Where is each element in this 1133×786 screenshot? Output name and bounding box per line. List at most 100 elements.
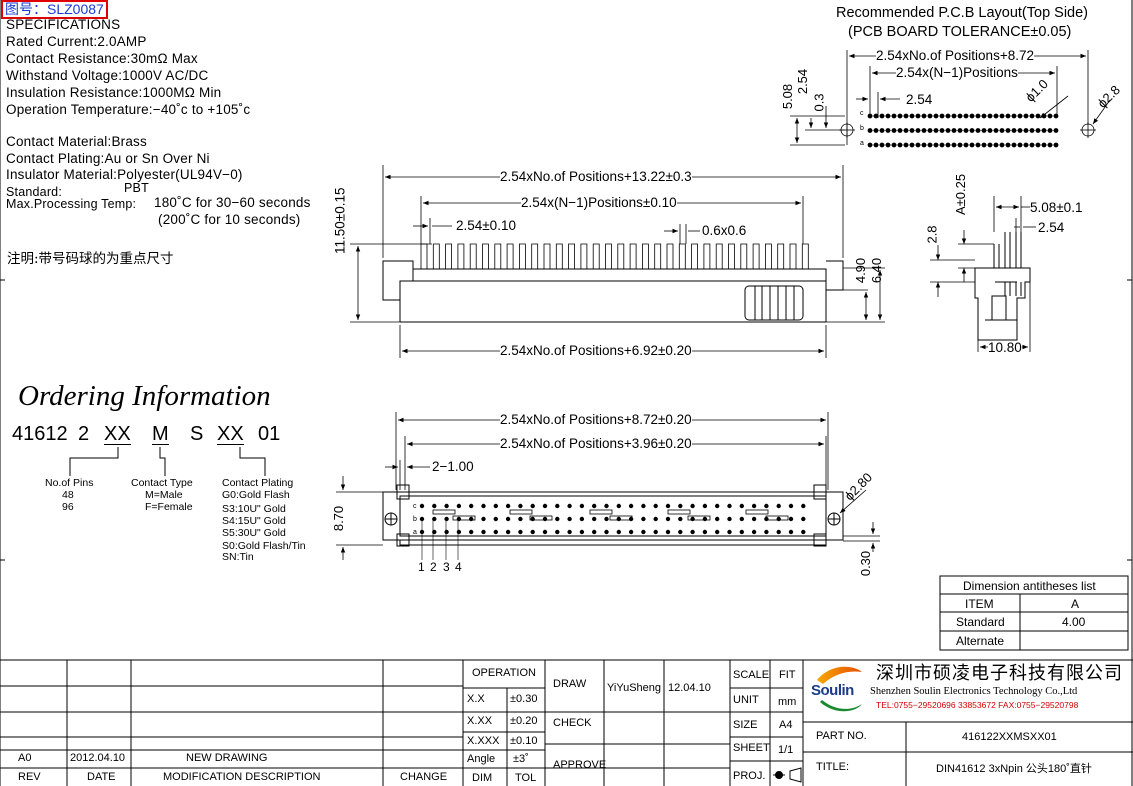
draw-label: DRAW <box>553 678 587 690</box>
pcb-hole <box>987 113 993 119</box>
pcb-hole <box>957 128 963 133</box>
front-pin <box>642 243 649 269</box>
antitheses-title: Dimension antitheses list <box>963 579 1096 593</box>
top-pin <box>592 503 597 509</box>
type-option: M=Male <box>145 489 183 501</box>
front-view <box>350 165 885 358</box>
approve-label: APPROVE <box>553 759 607 771</box>
front-dim-pin: 0.6x0.6 <box>702 223 747 238</box>
front-pin <box>555 243 563 269</box>
front-pin <box>678 243 686 269</box>
front-dim-total: 2.54xNo.of Positions+13.22±0.3 <box>500 169 692 184</box>
top-dim-height: 8.70 <box>331 505 347 532</box>
pcb-dim-v1: 5.08 <box>780 83 796 110</box>
pcb-hole <box>897 113 903 119</box>
front-pin <box>752 243 760 269</box>
pcb-hole <box>1035 128 1041 133</box>
company-name-en: Shenzhen Soulin Electronics Technology C… <box>870 686 1078 697</box>
title-block-grid <box>0 659 1133 786</box>
processing-label: Max.Processing Temp: <box>6 197 137 211</box>
top-dim-small: 2−1.00 <box>432 459 474 474</box>
plating-option: S4:15U" Gold <box>222 515 286 527</box>
top-row-label: b <box>413 516 417 523</box>
pcb-hole <box>903 142 909 148</box>
pcb-hole <box>993 142 999 148</box>
proj-label: PROJ. <box>733 770 766 782</box>
top-pin <box>579 529 585 535</box>
pin-number: 2 <box>430 560 437 574</box>
front-pin <box>469 243 477 269</box>
pcb-hole <box>963 113 969 119</box>
front-pin <box>605 243 612 269</box>
specifications-heading: SPECIFICATIONS <box>6 17 121 32</box>
top-pin <box>764 503 769 509</box>
side-dim-254: 2.54 <box>1038 220 1065 235</box>
top-pin <box>788 503 794 509</box>
pins-option-title: No.of Pins <box>45 477 94 489</box>
front-pin <box>666 243 674 269</box>
front-pin <box>740 243 748 269</box>
front-pin <box>494 243 502 269</box>
top-view <box>336 412 880 560</box>
top-pin <box>567 529 572 535</box>
pcb-hole <box>933 142 939 148</box>
front-pin <box>629 243 637 269</box>
front-pin <box>580 243 588 269</box>
top-pin <box>592 529 597 535</box>
top-pin <box>493 529 498 535</box>
part-no-label: PART NO. <box>816 730 867 742</box>
front-pin <box>420 243 428 269</box>
tolerance-value: ±0.30 <box>510 693 538 705</box>
top-pin <box>432 516 437 522</box>
antitheses-row-alternate: Alternate <box>956 634 1005 648</box>
top-pin <box>727 516 732 522</box>
front-pin <box>617 243 625 269</box>
pcb-hole <box>933 128 939 133</box>
top-pin <box>739 516 744 522</box>
top-pin <box>739 529 744 535</box>
top-pin <box>690 503 695 509</box>
code-suffix: 01 <box>258 423 281 445</box>
polarization-key <box>529 515 553 521</box>
pcb-hole-grid <box>867 113 1059 148</box>
pcb-hole <box>1053 113 1059 119</box>
pcb-layout-subtitle: (PCB BOARD TOLERANCE±0.05) <box>848 24 1072 40</box>
top-pin <box>665 503 671 509</box>
top-pin <box>518 516 523 522</box>
tolerance-dim: X.XX <box>467 715 493 727</box>
tolerance-value: ±0.20 <box>510 715 538 727</box>
front-pin <box>457 243 465 269</box>
top-pin <box>469 529 474 535</box>
pcb-hole <box>1029 142 1035 148</box>
top-pin <box>444 529 449 535</box>
code-style: S <box>190 423 204 445</box>
polarization-key <box>452 515 476 521</box>
top-pin <box>702 529 708 535</box>
pins-option: 48 <box>62 489 74 501</box>
code-pins-placeholder: XX <box>104 423 131 445</box>
top-dim-030: 0.30 <box>858 550 874 577</box>
company-name-cn: 深圳市硕凌电子科技有限公司 <box>876 663 1123 684</box>
front-pin <box>592 243 600 269</box>
pcb-hole <box>1029 113 1035 119</box>
top-pin <box>801 516 806 522</box>
check-label: CHECK <box>553 717 592 729</box>
scale-value: FIT <box>779 669 796 681</box>
front-dim-pitch: 2.54±0.10 <box>456 218 516 233</box>
pcb-hole <box>939 128 945 133</box>
pcb-hole <box>885 128 891 133</box>
top-pin <box>505 529 511 535</box>
pcb-hole <box>933 113 939 119</box>
pcb-hole <box>945 142 951 148</box>
pcb-hole <box>867 142 873 148</box>
part-number-link[interactable]: 图号：SLZ0087 <box>1 0 108 19</box>
pcb-hole <box>891 128 897 133</box>
top-pin <box>653 529 658 535</box>
code-plating-placeholder: XX <box>217 423 244 445</box>
top-pin <box>579 516 585 522</box>
antitheses-row-standard: Standard <box>956 615 1005 629</box>
plating-option: G0:Gold Flash <box>222 489 290 501</box>
pcb-hole <box>969 128 975 133</box>
